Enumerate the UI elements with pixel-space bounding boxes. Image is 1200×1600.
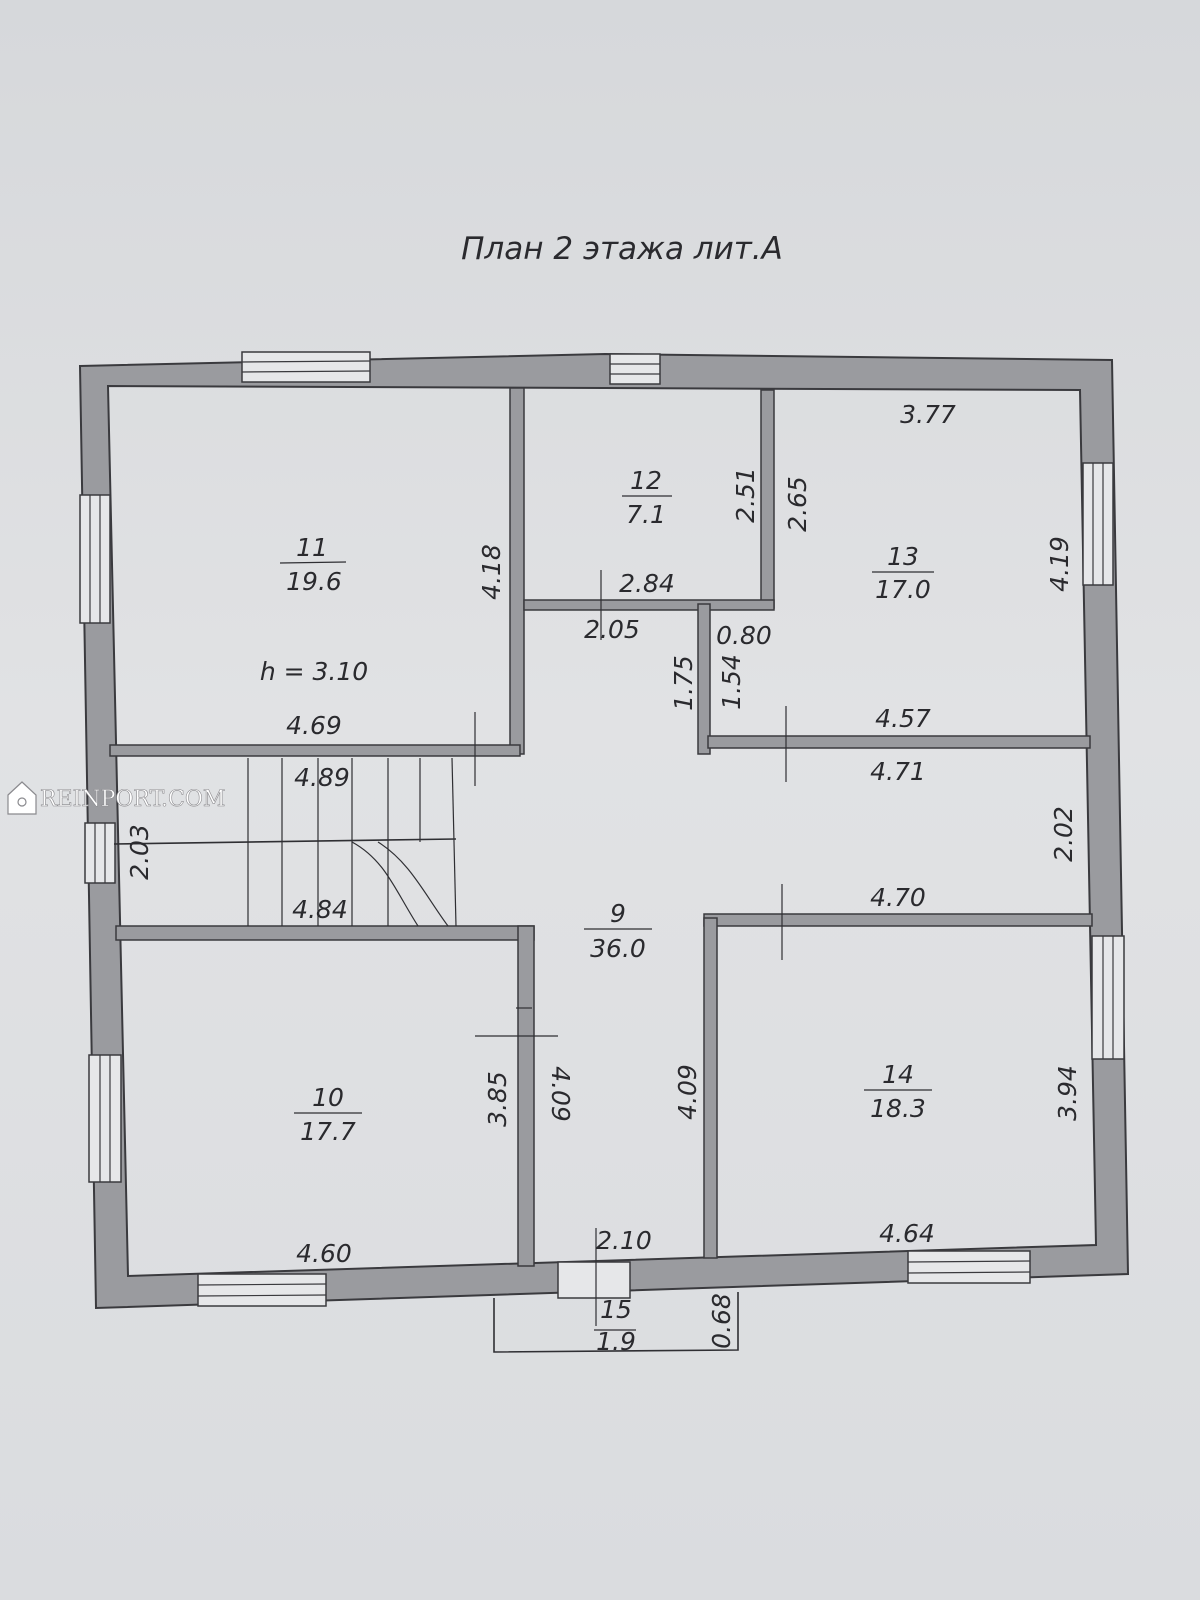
exit-opening xyxy=(557,1261,631,1299)
room-11-height: h = 3.10 xyxy=(260,657,368,686)
dim-hall-2-05: 2.05 xyxy=(584,615,640,644)
dim-r15-width: 2.10 xyxy=(596,1226,652,1255)
watermark: REINPORT.COM xyxy=(7,781,226,815)
outer-walls xyxy=(78,352,1130,1310)
room-9-label: 9 36.0 xyxy=(584,899,652,963)
room-15-label: 15 1.9 xyxy=(596,1295,636,1356)
dim-stair-bottom: 4.84 xyxy=(292,895,348,924)
window-left-upper xyxy=(79,494,111,624)
svg-text:7.1: 7.1 xyxy=(626,500,666,529)
svg-text:13: 13 xyxy=(887,542,919,571)
svg-text:18.3: 18.3 xyxy=(870,1094,926,1123)
dim-corr-right: 2.02 xyxy=(1049,806,1078,862)
dim-r12-width: 2.84 xyxy=(619,569,675,598)
window-right-lower xyxy=(1091,935,1125,1060)
window-left-lower xyxy=(88,1054,122,1183)
dim-stair-top: 4.89 xyxy=(294,763,350,792)
dim-hall-left: 4.09 xyxy=(546,1066,575,1122)
window-top-left xyxy=(241,351,371,383)
dim-r14-width: 4.64 xyxy=(879,1219,935,1248)
staircase xyxy=(247,757,457,927)
plan-title: План 2 этажа лит.А xyxy=(461,231,783,267)
svg-text:12: 12 xyxy=(630,466,662,495)
dim-r10-height: 3.85 xyxy=(483,1071,512,1127)
window-left-mid xyxy=(84,822,116,884)
room-14-label: 14 18.3 xyxy=(864,1060,932,1123)
window-top-mid xyxy=(609,353,661,385)
svg-text:11: 11 xyxy=(296,533,328,562)
interior-walls xyxy=(109,387,1093,1267)
svg-text:10: 10 xyxy=(312,1083,344,1112)
window-right-upper xyxy=(1082,462,1114,586)
svg-text:17.7: 17.7 xyxy=(300,1117,356,1146)
door-marks xyxy=(474,570,787,1326)
dim-hall-0-80: 0.80 xyxy=(716,621,772,650)
dim-r11-width: 4.69 xyxy=(286,711,342,740)
svg-text:1.9: 1.9 xyxy=(596,1327,636,1356)
windows xyxy=(79,351,1125,1307)
dim-r13-top: 3.77 xyxy=(900,400,956,429)
svg-text:17.0: 17.0 xyxy=(875,575,931,604)
svg-text:36.0: 36.0 xyxy=(590,934,646,963)
room-10-label: 10 17.7 xyxy=(294,1083,362,1146)
dim-hall-1-54: 1.54 xyxy=(717,654,746,710)
svg-text:19.6: 19.6 xyxy=(286,567,342,596)
room-labels: 11 19.6 h = 3.10 12 7.1 13 17.0 9 36.0 1… xyxy=(260,466,934,1356)
dim-r10-width: 4.60 xyxy=(296,1239,352,1268)
dim-r11-height: 4.18 xyxy=(477,544,506,600)
dim-r13-right: 4.19 xyxy=(1045,536,1074,592)
room-11-label: 11 19.6 h = 3.10 xyxy=(260,533,368,686)
dim-r15-depth: 0.68 xyxy=(707,1293,736,1349)
dim-stair-side: 2.03 xyxy=(125,824,154,880)
svg-text:15: 15 xyxy=(600,1295,632,1324)
dim-hall-right: 4.09 xyxy=(673,1064,702,1120)
dim-r12-height: 2.51 xyxy=(731,467,760,523)
dim-corr-bottom: 4.70 xyxy=(870,883,926,912)
window-bottom-right xyxy=(907,1250,1031,1284)
dim-r13-bottom: 4.57 xyxy=(875,704,931,733)
dimension-labels: 4.18 4.69 2.51 2.84 3.77 2.65 4.19 4.57 … xyxy=(125,400,1082,1349)
room-12-label: 12 7.1 xyxy=(622,466,672,529)
svg-text:14: 14 xyxy=(882,1060,914,1089)
room-13-label: 13 17.0 xyxy=(872,542,934,604)
watermark-text: REINPORT.COM xyxy=(40,787,225,812)
dim-hall-1-75: 1.75 xyxy=(669,655,698,711)
window-bottom-left xyxy=(197,1273,327,1307)
dim-r14-height: 3.94 xyxy=(1053,1065,1082,1121)
svg-text:9: 9 xyxy=(610,899,626,928)
dim-corr-top: 4.71 xyxy=(870,757,926,786)
dim-r13-left: 2.65 xyxy=(783,476,812,532)
porch-outline xyxy=(493,1292,739,1353)
